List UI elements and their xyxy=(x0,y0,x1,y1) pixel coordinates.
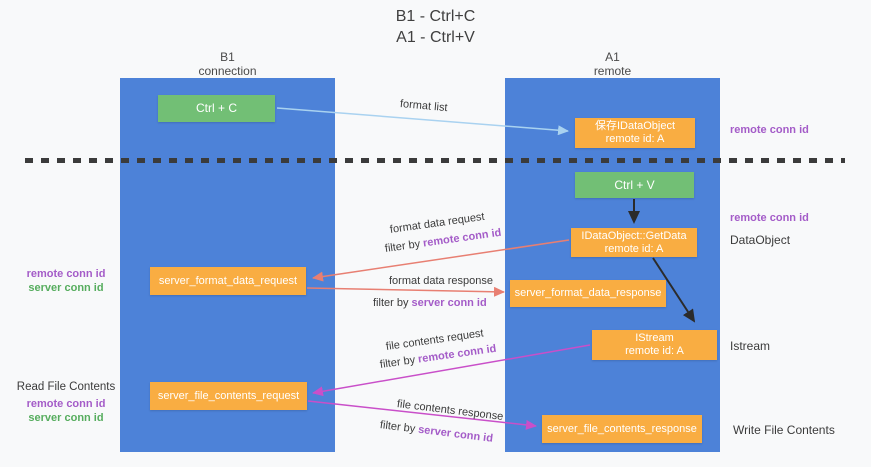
lane-header-a1: A1 remote xyxy=(505,50,720,78)
node-save-idataobject-line1: 保存IDataObject xyxy=(594,120,676,132)
left-label-read-file-contents: Read File Contents xyxy=(16,381,116,393)
lane-a1-role: remote xyxy=(593,64,632,78)
lane-b1-name: B1 xyxy=(220,50,235,64)
label-filter-by-server-conn-id-2: filter by server conn id xyxy=(379,419,493,445)
label-filter-by-text: filter by xyxy=(384,237,424,255)
label-file-contents-response: file contents response xyxy=(396,398,504,423)
right-label-remote-conn-id-mid: remote conn id xyxy=(730,212,809,224)
node-save-idataobject-line2: remote id: A xyxy=(605,133,665,145)
label-server-conn-id-value: server conn id xyxy=(411,297,487,309)
left-label-remote-conn-id-1: remote conn id xyxy=(26,268,106,280)
node-istream-line1: IStream xyxy=(635,332,674,344)
label-server-conn-id-value: server conn id xyxy=(417,423,494,445)
node-idataobject-getdata: IDataObject::GetData remote id: A xyxy=(571,228,697,257)
left-label-remote-conn-id-2: remote conn id xyxy=(26,398,106,410)
right-label-istream: Istream xyxy=(730,339,771,353)
node-save-idataobject: 保存IDataObject remote id: A xyxy=(575,118,695,148)
right-label-dataobject: DataObject xyxy=(730,233,791,247)
lane-a1-name: A1 xyxy=(605,50,620,64)
right-label-remote-conn-id-top: remote conn id xyxy=(730,124,809,136)
label-remote-conn-id-value: remote conn id xyxy=(422,226,503,250)
left-label-server-conn-id-2: server conn id xyxy=(28,412,104,424)
left-label-group-file: Read File Contents remote conn id server… xyxy=(14,380,118,425)
label-format-data-response: format data response xyxy=(389,275,493,287)
session-divider-dashed-line xyxy=(25,158,845,163)
title-line-2: A1 - Ctrl+V xyxy=(396,29,475,46)
node-idataobject-getdata-line1: IDataObject::GetData xyxy=(581,229,687,242)
label-filter-by-text: filter by xyxy=(379,353,419,371)
node-istream-line2: remote id: A xyxy=(625,345,684,357)
label-filter-by-server-conn-id-1: filter by server conn id xyxy=(373,297,487,309)
label-filter-by-text: filter by xyxy=(373,297,412,309)
label-format-list: format list xyxy=(399,98,449,115)
node-idataobject-getdata-line2: remote id: A xyxy=(604,242,664,255)
title-line-1: B1 - Ctrl+C xyxy=(395,8,476,25)
label-filter-by-text: filter by xyxy=(379,419,419,436)
node-istream: IStream remote id: A xyxy=(592,330,717,360)
lane-header-b1: B1 connection xyxy=(120,50,335,78)
arrow-format-data-response xyxy=(306,286,505,297)
node-server-format-data-response: server_format_data_response xyxy=(510,280,666,307)
diagram-title: B1 - Ctrl+C A1 - Ctrl+V xyxy=(0,6,871,48)
left-label-group-format: remote conn id server conn id xyxy=(14,267,118,295)
node-ctrl-c: Ctrl + C xyxy=(158,95,275,122)
left-label-server-conn-id-1: server conn id xyxy=(28,282,104,294)
node-server-format-data-request: server_format_data_request xyxy=(150,267,306,295)
node-server-file-contents-response: server_file_contents_response xyxy=(542,415,702,443)
node-server-file-contents-request: server_file_contents_request xyxy=(150,382,307,410)
right-label-write-file-contents: Write File Contents xyxy=(733,423,835,437)
lane-b1-role: connection xyxy=(198,64,257,78)
node-ctrl-v: Ctrl + V xyxy=(575,172,694,198)
